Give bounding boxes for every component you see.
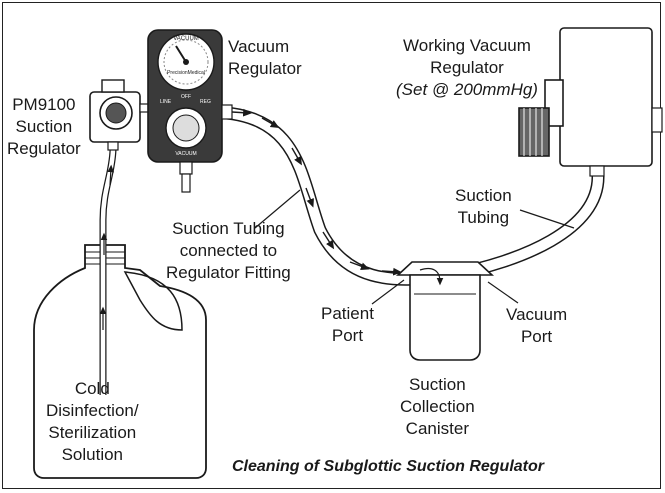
leader-lines — [254, 189, 575, 305]
vacuum-mode-reg-text: REG — [200, 99, 211, 105]
vacuum-port-label: Vacuum Port — [506, 305, 568, 346]
pm9100-regulator — [89, 79, 155, 151]
collection-canister — [395, 261, 495, 361]
canister-label: Suction Collection Canister — [400, 375, 475, 438]
vacuum-regulator-device: VACUUM PrecisionMedical LINE REG OFF VAC… — [147, 29, 233, 193]
vacuum-base-text: VACUUM — [175, 151, 196, 157]
working-vacuum-label: Working Vacuum Regulator (Set @ 200mmHg) — [396, 36, 538, 99]
suction-tubing-left-label: Suction Tubing connected to Regulator Fi… — [166, 219, 291, 282]
diagram-border — [2, 2, 661, 489]
suction-tubing-main — [201, 105, 605, 286]
working-vacuum-regulator-device — [518, 27, 663, 177]
pm9100-label: PM9100 Suction Regulator — [7, 95, 81, 158]
solution-jug — [33, 244, 207, 479]
flow-arrows — [231, 108, 402, 276]
patient-port-label: Patient Port — [321, 304, 374, 345]
vacuum-face-brand-text: PrecisionMedical — [167, 70, 205, 76]
suction-tubing-right-label: Suction Tubing — [455, 186, 512, 227]
vacuum-mode-line-text: LINE — [160, 99, 172, 105]
solution-label: Cold Disinfection/ Sterilization Solutio… — [46, 379, 139, 464]
vacuum-mode-off-text: OFF — [181, 94, 191, 100]
diagram-caption: Cleaning of Subglottic Suction Regulator — [232, 458, 544, 475]
vacuum-face-top-text: VACUUM — [173, 36, 199, 42]
inlet-tube — [99, 149, 117, 395]
vacuum-regulator-label: Vacuum Regulator — [228, 37, 302, 78]
